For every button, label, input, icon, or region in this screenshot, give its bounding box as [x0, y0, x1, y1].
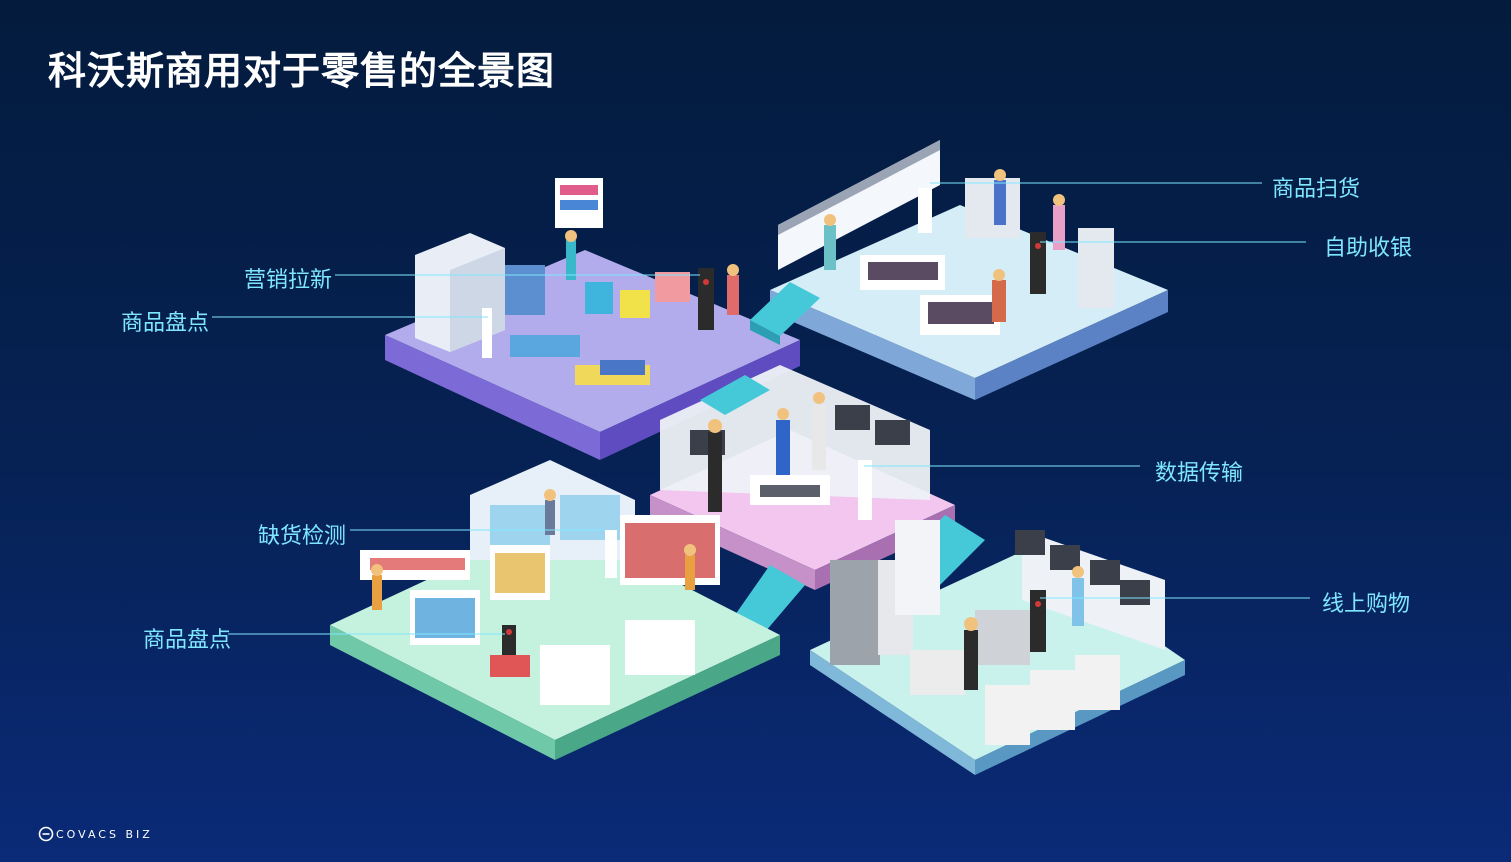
cosmetics-store-floor — [750, 140, 1168, 400]
label-inventory-top: 商品盘点 — [121, 311, 210, 336]
page-title: 科沃斯商用对于零售的全景图 — [48, 49, 556, 93]
label-inventory-bottom: 商品盘点 — [143, 628, 232, 653]
label-data-transfer: 数据传输 — [1155, 461, 1244, 486]
ecovacs-e-icon — [38, 826, 54, 842]
label-self-checkout: 自助收银 — [1324, 236, 1413, 261]
leader-lines — [212, 182, 1310, 635]
logo-text: COVACS BIZ — [56, 827, 153, 841]
label-stockout: 缺货检测 — [258, 524, 347, 549]
label-marketing: 营销拉新 — [244, 268, 333, 293]
supermarket-floor — [330, 460, 780, 760]
ecovacs-logo: COVACS BIZ — [38, 826, 153, 842]
label-scan: 商品扫货 — [1272, 177, 1361, 202]
label-online-shopping: 线上购物 — [1322, 592, 1411, 617]
appliances-store-floor — [810, 520, 1185, 775]
